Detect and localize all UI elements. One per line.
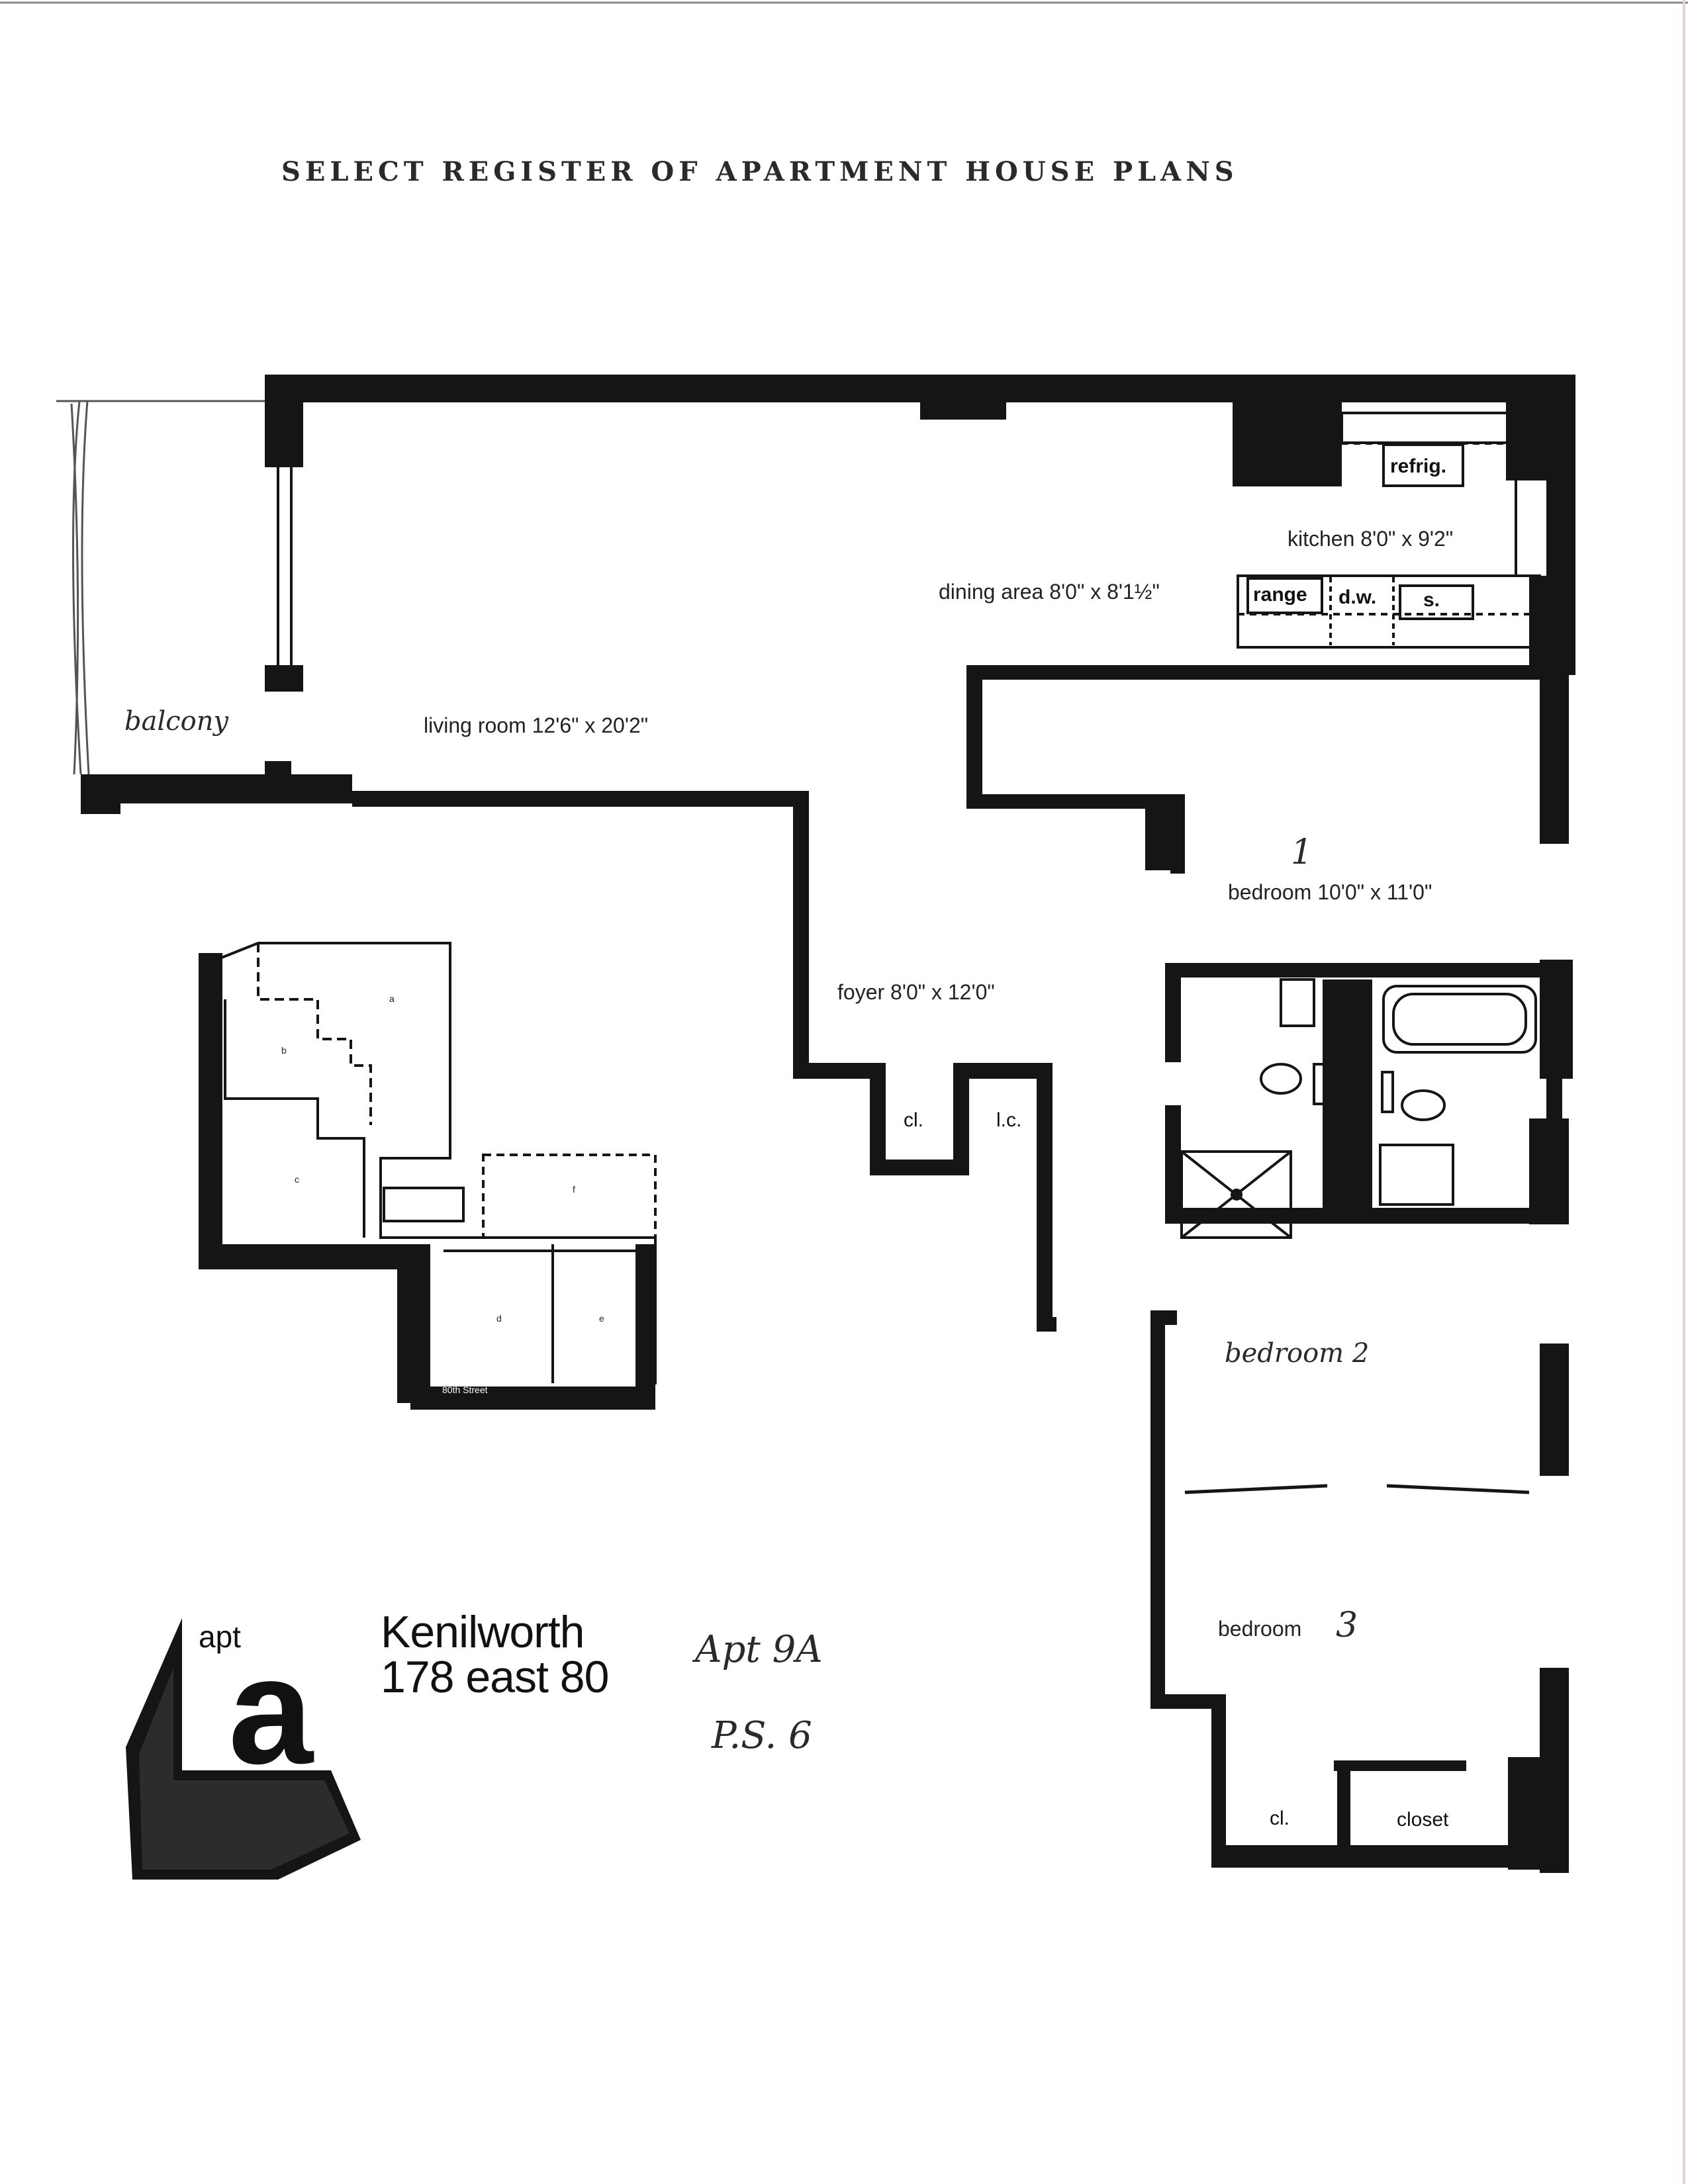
- kitchen-counters: [1237, 410, 1541, 649]
- building-address: 178 east 80: [381, 1652, 609, 1702]
- living-window: [277, 467, 293, 665]
- foyer-label: foyer 8'0" x 12'0": [837, 980, 995, 1004]
- school-annotation: P.S. 6: [712, 1714, 812, 1757]
- apt-label: apt: [199, 1619, 241, 1654]
- key-plan-unit-a: a: [389, 993, 395, 1004]
- bedroom3-small-closet-label: cl.: [1270, 1807, 1289, 1829]
- kitchen-label: kitchen 8'0" x 9'2": [1288, 527, 1454, 551]
- key-plan-unit-c: c: [295, 1174, 299, 1185]
- key-plan-unit-d: d: [496, 1313, 502, 1324]
- apartment-annotation: Apt 9A: [695, 1628, 823, 1671]
- bedroom3-label: bedroom: [1218, 1617, 1302, 1641]
- logo-bracket: [126, 1618, 361, 1880]
- sink-label: s.: [1423, 589, 1440, 611]
- building-name: Kenilworth: [381, 1607, 585, 1657]
- bedroom2-label: bedroom 2: [1225, 1338, 1370, 1369]
- bedroom1-label: bedroom 10'0" x 11'0": [1228, 880, 1432, 904]
- key-plan-avenue-label: 3rd Avenue: [181, 1167, 192, 1214]
- key-plan-unit-b: b: [281, 1045, 287, 1056]
- range-label: range: [1253, 584, 1307, 606]
- balcony-railing: [56, 400, 265, 775]
- dishwasher-label: d.w.: [1338, 586, 1377, 608]
- exterior-walls: [81, 375, 1575, 1873]
- key-plan-unit-e: e: [599, 1313, 604, 1324]
- bedroom3-large-closet-label: closet: [1397, 1809, 1449, 1831]
- page-header: SELECT REGISTER OF APARTMENT HOUSE PLANS: [281, 156, 1239, 187]
- apt-letter: a: [228, 1625, 313, 1796]
- key-plan-street-label: 80th Street: [442, 1385, 488, 1395]
- refrigerator-label: refrig.: [1390, 455, 1447, 477]
- bedroom3-number: 3: [1336, 1606, 1358, 1645]
- key-plan-walls: [199, 953, 655, 1410]
- bedroom1-number: 1: [1291, 833, 1313, 872]
- key-plan-unit-f: f: [573, 1184, 575, 1195]
- dining-area-label: dining area 8'0" x 8'1½": [939, 580, 1160, 604]
- living-room-label: living room 12'6" x 20'2": [424, 713, 649, 737]
- bedroom-partition: [1184, 1484, 1530, 1494]
- foyer-closet-label: cl.: [904, 1109, 923, 1131]
- bathroom-fixtures: [1180, 978, 1537, 1239]
- linen-closet-label: l.c.: [996, 1109, 1022, 1131]
- balcony-label: balcony: [124, 706, 229, 737]
